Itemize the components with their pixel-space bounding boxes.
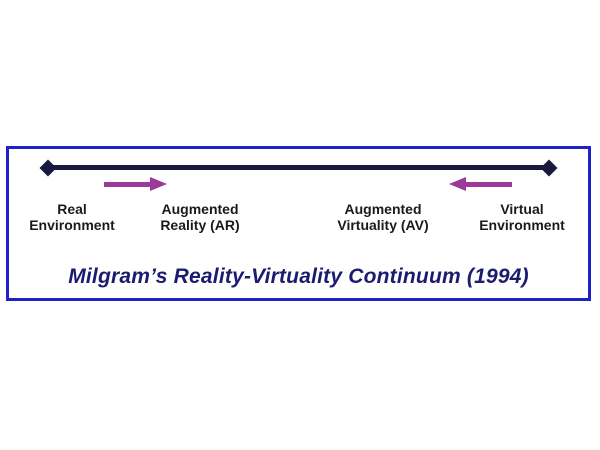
label-real-environment: Real Environment	[29, 201, 115, 233]
diamond-endpoint-right-icon	[540, 159, 558, 177]
diamond-endpoint-left-icon	[39, 159, 57, 177]
arrow-right-icon	[104, 177, 167, 191]
label-virtual-environment: Virtual Environment	[479, 201, 565, 233]
arrow-shaft	[466, 181, 512, 187]
continuum-diagram-frame: Real Environment Augmented Reality (AR) …	[6, 146, 591, 301]
continuum-line	[47, 165, 550, 170]
label-augmented-virtuality: Augmented Virtuality (AV)	[337, 201, 429, 233]
arrow-left-icon	[449, 177, 512, 191]
arrow-head-left	[449, 177, 466, 191]
diagram-title: Milgram’s Reality-Virtuality Continuum (…	[68, 265, 529, 288]
arrow-shaft	[104, 181, 150, 187]
label-augmented-reality: Augmented Reality (AR)	[160, 201, 240, 233]
arrow-head-right	[150, 177, 167, 191]
